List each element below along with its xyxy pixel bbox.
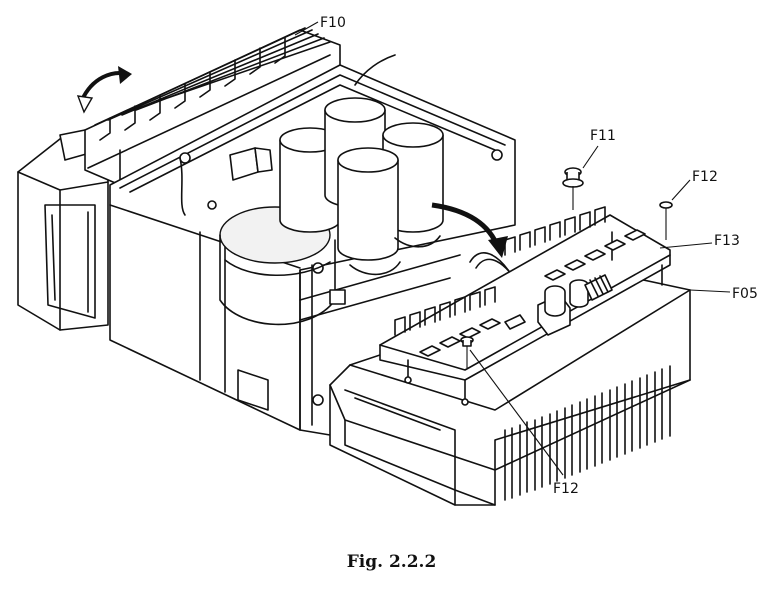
- label-f12-bottom: F12: [553, 481, 579, 497]
- rotate-arrow-icon: [76, 66, 132, 114]
- screw-f11-icon: [562, 167, 584, 210]
- label-f11: F11: [590, 128, 616, 144]
- figure-caption: Fig. 2.2.2: [346, 552, 437, 572]
- screw-f12-top-icon: [659, 201, 673, 240]
- pcb-board-f13: [379, 206, 671, 406]
- slide-arrow-icon: [431, 202, 508, 258]
- front-panel: [17, 124, 119, 331]
- label-f13: F13: [714, 233, 740, 249]
- leader-lines: [294, 21, 731, 476]
- lower-heatsink-f05: [329, 274, 691, 506]
- label-f05: F05: [732, 286, 758, 302]
- screw-f12-bottom-icon: [460, 336, 474, 368]
- label-f12-top: F12: [692, 169, 718, 185]
- label-f10: F10: [320, 15, 346, 31]
- relay-component: [229, 147, 273, 181]
- capacitors: [279, 97, 444, 276]
